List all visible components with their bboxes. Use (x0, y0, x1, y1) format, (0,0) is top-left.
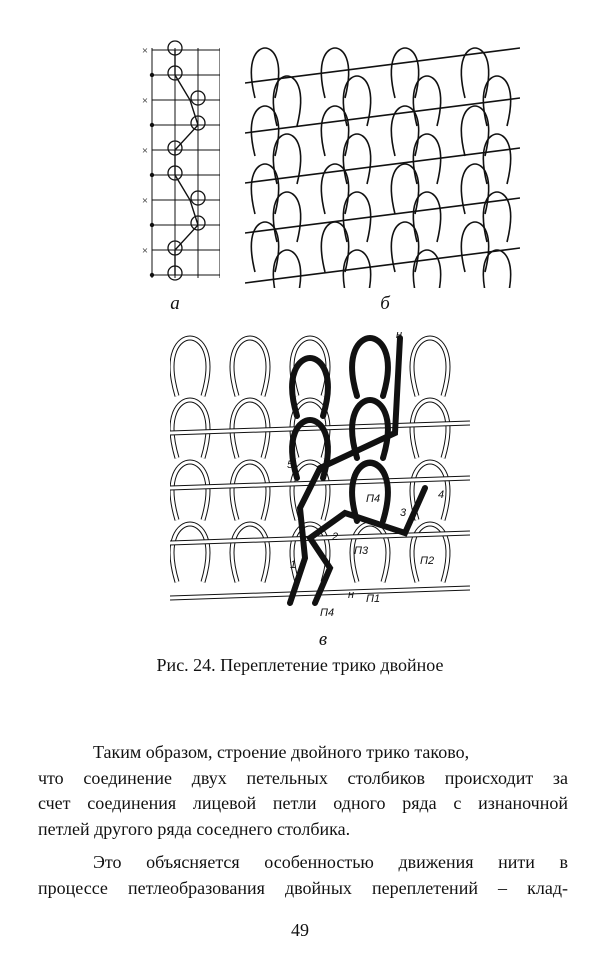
svg-text:×: × (142, 195, 148, 207)
label-p2: П2 (420, 555, 434, 567)
svg-text:×: × (142, 95, 148, 107)
label-n-bottom: н (348, 589, 354, 601)
paragraph-2-line-1: Это объясняется особенностью движения ни… (93, 852, 568, 872)
label-num-3: 3 (400, 507, 407, 519)
label-p3: П3 (354, 545, 369, 557)
figure-c-annotations: н н 1 2 3 4 5 П1 П2 П3 П4 П4 (287, 329, 444, 619)
label-num-2: 2 (331, 531, 338, 543)
paragraph-1: Таким образом, строение двойного трико т… (38, 740, 568, 842)
paragraph-1-line-3: счет соединения лицевой петли одного ряд… (38, 793, 568, 813)
label-num-5: 5 (287, 459, 294, 471)
label-n-top: н (396, 329, 402, 341)
figure-a-label: а (170, 293, 180, 314)
figure-b-loop-structure (245, 47, 520, 288)
paragraph-2-line-2: процессе петлеобразования двойных перепл… (38, 877, 568, 898)
paragraph-1-line-1: Таким образом, строение двойного трико т… (93, 742, 470, 762)
label-p1: П1 (366, 593, 380, 605)
label-num-1: 1 (290, 559, 296, 571)
figure-caption: Рис. 24. Переплетение трико двойное (156, 655, 444, 675)
label-p4-upper: П4 (366, 493, 380, 505)
svg-text:×: × (142, 45, 148, 57)
figure-b-label: б (380, 293, 390, 314)
label-p4-lower: П4 (320, 607, 334, 619)
paragraph-2: Это объясняется особенностью движения ни… (38, 850, 568, 901)
figure-a-needle-diagram: × × × × × (142, 40, 220, 281)
svg-text:×: × (142, 145, 148, 157)
figure-c-label: в (318, 629, 328, 650)
figure-c-3d-loop-model: н н 1 2 3 4 5 П1 П2 П3 П4 П4 (170, 329, 470, 619)
label-num-4: 4 (438, 489, 444, 501)
page-number: 49 (291, 920, 309, 940)
paragraph-1-line-2: что соединение двух петельных столбиков … (38, 767, 568, 788)
paragraph-1-line-4: петлей другого ряда соседнего столбика. (38, 818, 351, 839)
svg-text:×: × (142, 245, 148, 257)
